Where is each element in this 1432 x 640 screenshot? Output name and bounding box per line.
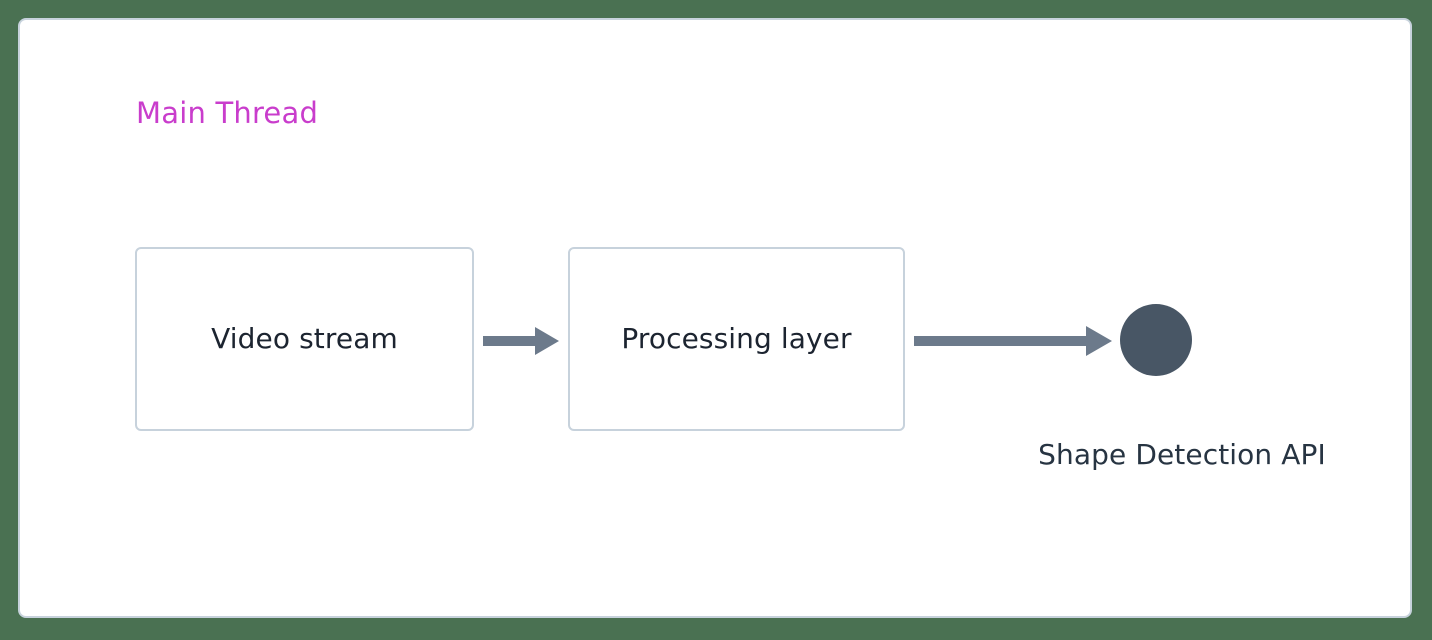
- main-thread-subgraph: Main Thread Video stream Processing laye…: [18, 18, 1412, 618]
- subgraph-title-main-thread: Main Thread: [136, 96, 319, 130]
- node-label-processing-layer: Processing layer: [621, 322, 852, 355]
- node-processing-layer[interactable]: Processing layer: [568, 247, 905, 431]
- node-shape-detection-api[interactable]: [1120, 304, 1192, 376]
- node-label-shape-detection-api: Shape Detection API: [1038, 438, 1326, 471]
- node-video-stream[interactable]: Video stream: [135, 247, 474, 431]
- arrow-video-stream-to-processing-layer: [483, 327, 559, 355]
- node-label-video-stream: Video stream: [211, 322, 398, 355]
- arrow-processing-layer-to-shape-detection-api: [914, 326, 1112, 356]
